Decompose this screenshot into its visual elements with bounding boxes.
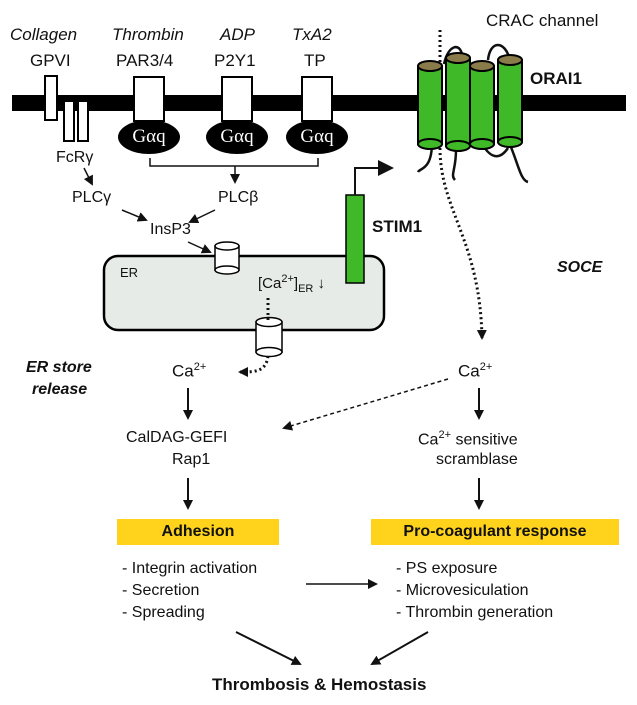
receptor-tp: TP [304, 51, 326, 70]
arrow-insp3-ip3r [187, 241, 212, 254]
adhesion-item: - Integrin activation [122, 560, 258, 577]
procoag-item: - Thrombin generation [396, 604, 554, 621]
arrow-fcrg-plcg [83, 167, 93, 186]
label-caldag-gefi: CalDAG-GEFI [126, 429, 228, 446]
outcome-label: Thrombosis & Hemostasis [212, 675, 427, 694]
label-release: release [32, 381, 88, 398]
receptor-gpvi: GPVI [30, 51, 71, 70]
label-stim1: STIM1 [372, 217, 423, 236]
gpvi-receptor [44, 75, 58, 121]
stim1-arrowhead [378, 160, 394, 176]
label-ca-er: [Ca2+]ER ↓ [258, 273, 326, 295]
label-insp3: InsP3 [150, 221, 191, 238]
label-soce: SOCE [557, 259, 603, 276]
receptor-par: PAR3/4 [116, 51, 174, 70]
label-orai1: ORAI1 [530, 69, 582, 88]
label-fcrg: FcRγ [56, 149, 94, 166]
p2y1-receptor [221, 76, 253, 122]
soce-dotted-flow [438, 147, 487, 340]
gaq-protein-tp: Gαq [286, 120, 348, 154]
agonist-txa2: TxA2 [292, 25, 332, 44]
label-ca-right: Ca2+ [458, 361, 493, 381]
label-crac-channel: CRAC channel [486, 11, 599, 30]
par-receptor [133, 76, 165, 122]
ip3r-channel-bottom [255, 316, 283, 358]
fcrg-chain-1 [63, 100, 75, 142]
agonist-adp: ADP [220, 25, 255, 44]
agonist-thrombin: Thrombin [112, 25, 184, 44]
procoag-item: - Microvesiculation [396, 582, 529, 599]
tp-receptor [301, 76, 333, 122]
adhesion-item: - Secretion [122, 582, 200, 599]
agonist-collagen: Collagen [10, 25, 78, 44]
stim1-protein [345, 194, 365, 284]
arrow-plcg-insp3 [121, 209, 148, 222]
label-scramblase: scramblase [436, 451, 518, 468]
gaq-bracket [149, 158, 319, 167]
adhesion-box: Adhesion [117, 519, 279, 545]
arrow-ca-right-caldag-dashed [282, 378, 449, 431]
label-plcg: PLCγ [72, 189, 112, 206]
adhesion-item: - Spreading [122, 604, 205, 621]
ip3r-channel-top [214, 241, 240, 275]
arrow-procoag-outcome [370, 631, 429, 665]
arrow-plcb-insp3 [188, 209, 216, 224]
label-ca-sensitive: Ca2+ sensitive [418, 429, 518, 449]
orai1-channel [417, 52, 523, 152]
label-ca-left: Ca2+ [172, 361, 207, 381]
gaq-protein-p2y1: Gαq [206, 120, 268, 154]
er-release-dotted-arrow [238, 355, 270, 377]
arrow-adhesion-outcome [235, 631, 302, 665]
procoag-item: - PS exposure [396, 560, 498, 577]
er-compartment [102, 254, 386, 332]
label-plcb: PLCβ [218, 189, 259, 206]
procoag-box: Pro-coagulant response [371, 519, 619, 545]
label-er: ER [120, 265, 139, 280]
label-rap1: Rap1 [172, 451, 211, 468]
receptor-p2y1: P2Y1 [214, 51, 256, 70]
label-er-store: ER store [26, 359, 92, 376]
stim1-arrow [354, 167, 378, 195]
gaq-protein-par: Gαq [118, 120, 180, 154]
fcrg-chain-2 [77, 100, 89, 142]
